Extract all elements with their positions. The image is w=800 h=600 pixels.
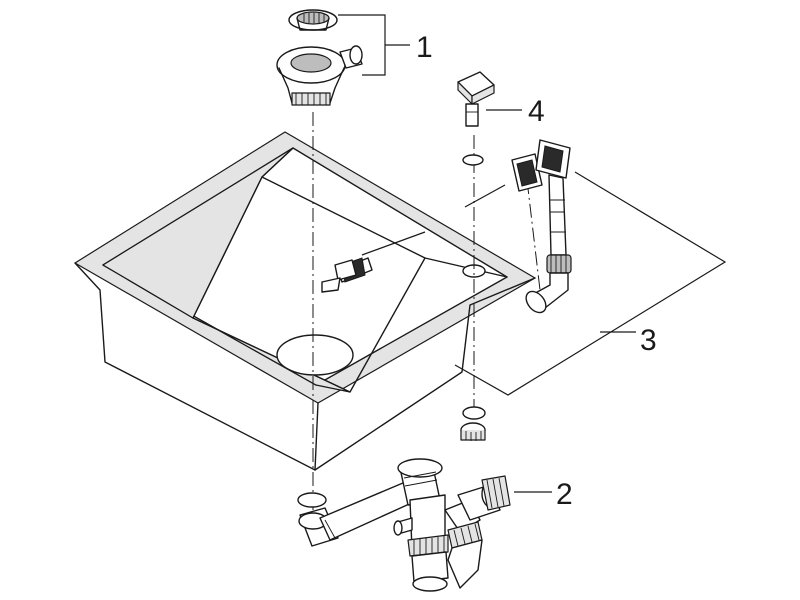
part-3-bracket	[361, 171, 727, 396]
part-1-bracket	[338, 14, 410, 76]
callout-4: 4	[528, 95, 545, 128]
callout-3: 3	[640, 324, 657, 357]
part-4-tap-plug	[457, 71, 495, 166]
part-1-strainer-basket	[288, 9, 338, 31]
callout-2: 2	[556, 478, 573, 511]
sink-basin	[74, 131, 536, 471]
callout-1: 1	[416, 31, 433, 64]
part-3-overflow-set	[511, 139, 572, 314]
part-3-overflow-connector	[321, 259, 357, 293]
assembly-axes	[312, 112, 541, 520]
part-1-waste-body	[276, 45, 363, 106]
tap-hole-fixing	[460, 406, 486, 441]
part-2-siphon	[297, 458, 511, 592]
